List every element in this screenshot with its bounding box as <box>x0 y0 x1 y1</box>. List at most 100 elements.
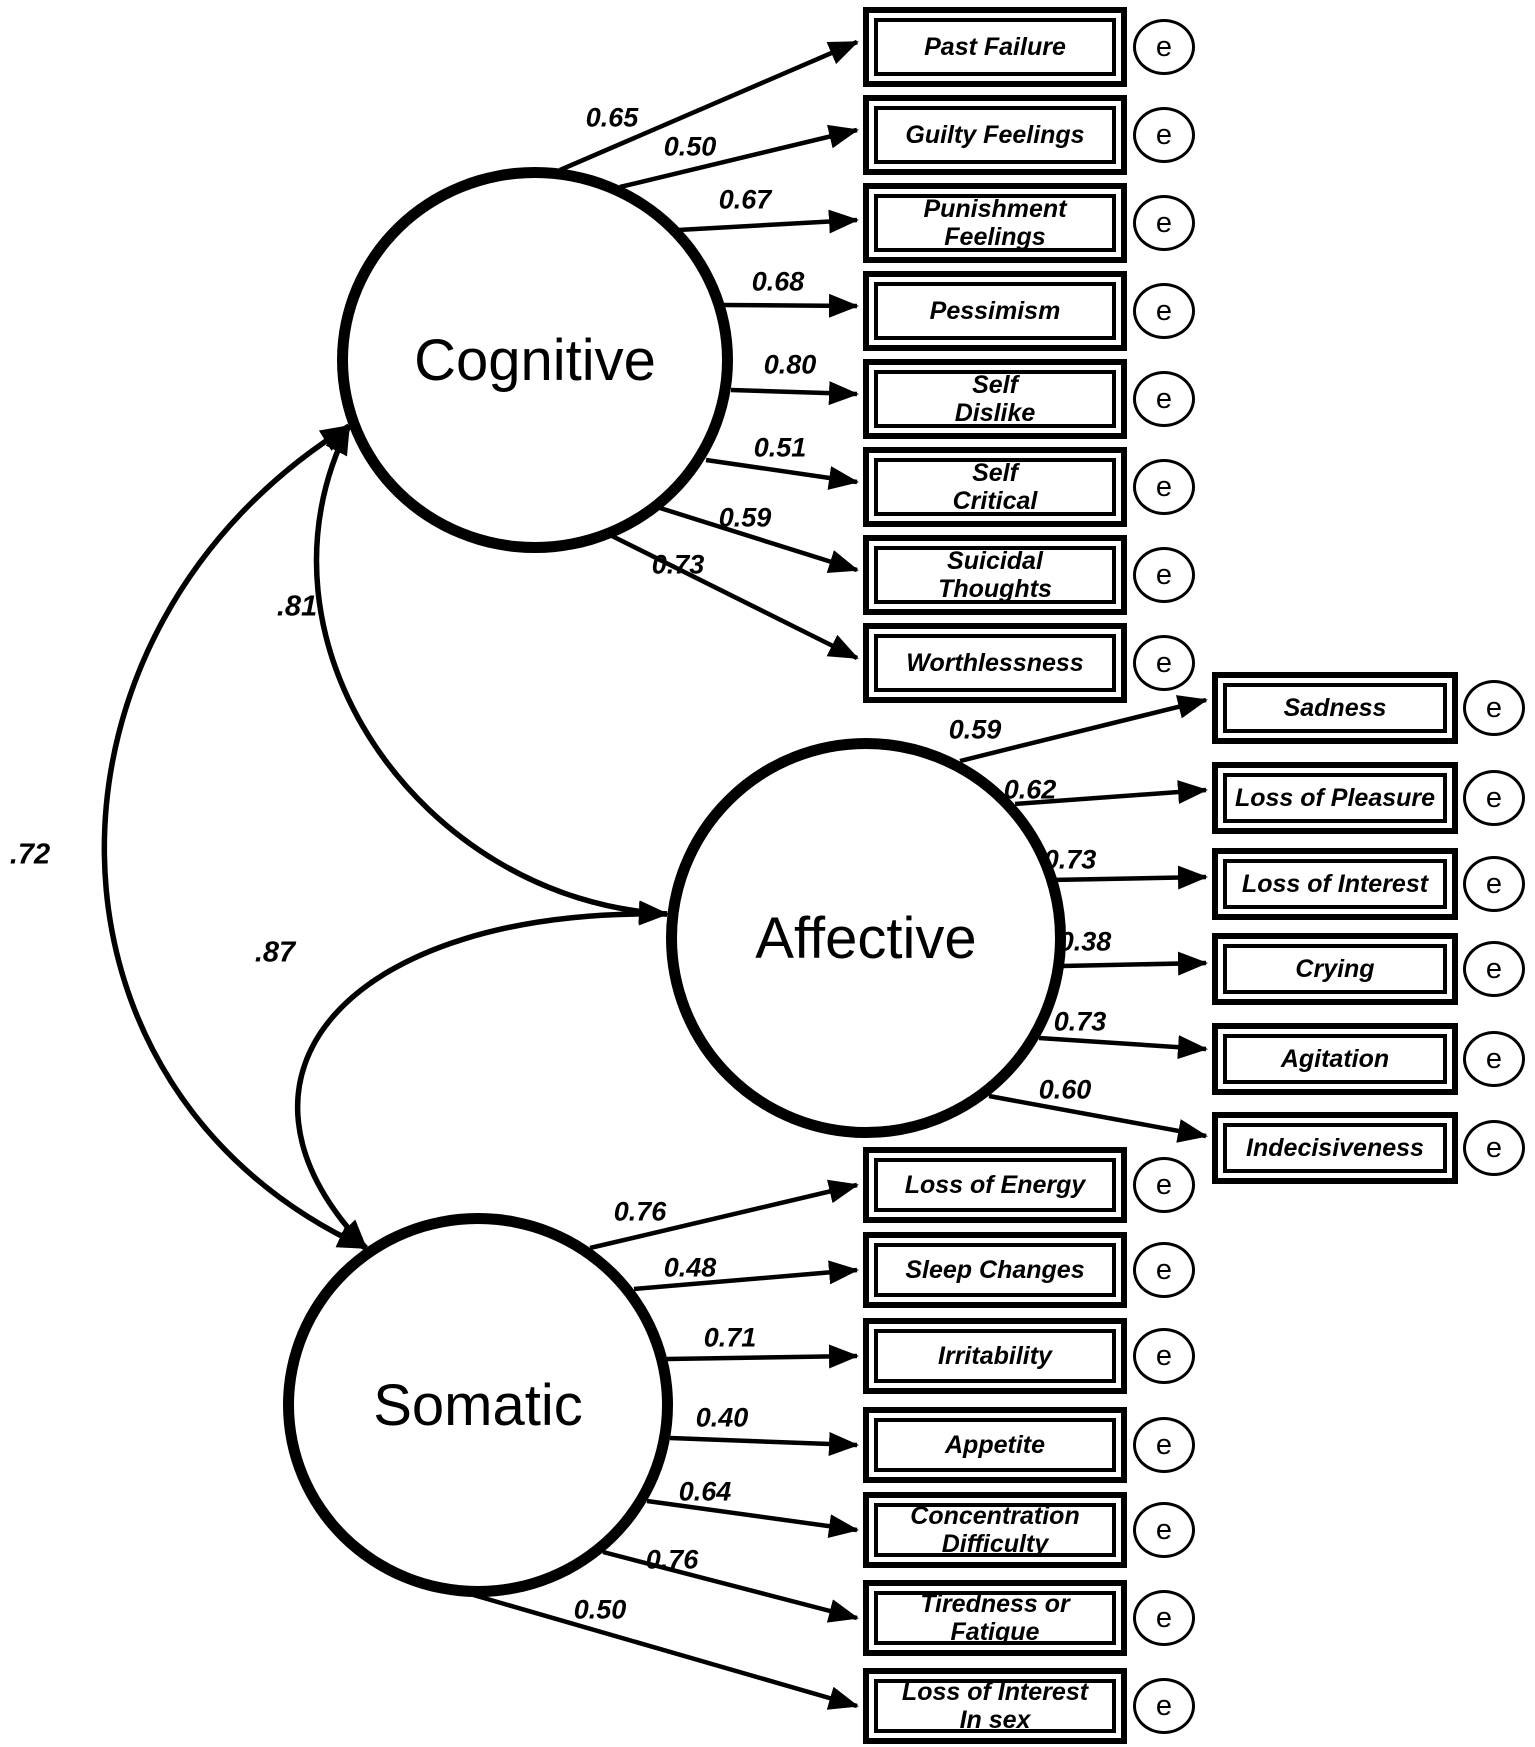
error-label: e <box>1485 1042 1503 1075</box>
indicator-label: Sleep Changes <box>905 1256 1085 1284</box>
indicator-label: Guilty Feelings <box>905 121 1085 149</box>
indicator-box-sleep-changes: Sleep Changes <box>863 1232 1127 1308</box>
indicator-box-loss-of-energy: Loss of Energy <box>863 1147 1127 1223</box>
correlation-label-cognitive-affective: .81 <box>276 590 318 623</box>
error-term-circle: e <box>1133 371 1195 427</box>
indicator-box-concentration-difficulty: Concentration Difficulty <box>863 1492 1127 1568</box>
indicator-label: Loss of Interest <box>1241 870 1429 898</box>
error-term-circle: e <box>1463 1120 1525 1176</box>
loading-label: 0.76 <box>613 1196 667 1227</box>
error-label: e <box>1155 1339 1173 1372</box>
indicator-label: Suicidal Thoughts <box>938 547 1052 603</box>
indicator-label: Worthlessness <box>906 649 1084 677</box>
indicator-box-crying: Crying <box>1212 933 1458 1005</box>
indicator-label: Agitation <box>1280 1045 1390 1073</box>
error-term-circle: e <box>1463 680 1525 736</box>
loading-label: 0.73 <box>1043 844 1097 875</box>
factor-label-affective: Affective <box>755 905 977 971</box>
indicator-box-self-dislike: Self Dislike <box>863 359 1127 439</box>
indicator-label: Tiredness or Fatigue <box>920 1590 1070 1646</box>
loading-label: 0.62 <box>1003 774 1057 805</box>
indicator-label: Concentration Difficulty <box>910 1502 1080 1558</box>
corr-cognitive-affective-path <box>313 424 669 925</box>
loading-label: 0.73 <box>1053 1006 1107 1037</box>
error-label: e <box>1155 294 1173 327</box>
error-label: e <box>1485 1131 1503 1164</box>
error-term-circle: e <box>1133 547 1195 603</box>
indicator-label: Indecisiveness <box>1246 1134 1424 1162</box>
indicator-label: Crying <box>1295 955 1375 983</box>
indicator-box-sadness: Sadness <box>1212 672 1458 744</box>
error-label: e <box>1485 781 1503 814</box>
error-term-circle: e <box>1463 856 1525 912</box>
error-term-circle: e <box>1133 19 1195 75</box>
indicator-box-irritability: Irritability <box>863 1318 1127 1394</box>
indicator-box-appetite: Appetite <box>863 1407 1127 1483</box>
indicator-label: Loss of Energy <box>904 1171 1086 1199</box>
loading-label: 0.67 <box>718 184 772 215</box>
error-label: e <box>1155 382 1173 415</box>
indicator-label: Pessimism <box>929 297 1061 325</box>
error-label: e <box>1155 1689 1173 1722</box>
loading-label: 0.51 <box>753 432 807 463</box>
error-label: e <box>1155 470 1173 503</box>
loading-label: 0.50 <box>663 131 717 162</box>
indicator-box-loss-of-interest-in-sex: Loss of Interest In sex <box>863 1668 1127 1744</box>
indicator-box-self-critical: Self Critical <box>863 447 1127 527</box>
factor-circle-cognitive: Cognitive <box>337 167 733 553</box>
indicator-label: Loss of Pleasure <box>1234 784 1436 812</box>
error-label: e <box>1155 30 1173 63</box>
indicator-box-worthlessness: Worthlessness <box>863 623 1127 703</box>
loading-label: 0.50 <box>573 1594 627 1625</box>
loading-label: 0.64 <box>678 1476 732 1507</box>
indicator-label: Self Critical <box>952 459 1038 515</box>
indicator-label: Sadness <box>1283 694 1387 722</box>
loading-label: 0.60 <box>1038 1074 1092 1105</box>
error-term-circle: e <box>1133 1678 1195 1734</box>
error-label: e <box>1155 646 1173 679</box>
loading-label: 0.71 <box>703 1322 757 1353</box>
error-label: e <box>1485 952 1503 985</box>
error-label: e <box>1155 118 1173 151</box>
error-label: e <box>1155 1428 1173 1461</box>
error-term-circle: e <box>1463 941 1525 997</box>
indicator-box-pessimism: Pessimism <box>863 271 1127 351</box>
indicator-box-punishment-feelings: Punishment Feelings <box>863 183 1127 263</box>
error-term-circle: e <box>1133 635 1195 691</box>
error-term-circle: e <box>1463 1031 1525 1087</box>
correlation-label-cognitive-somatic: .72 <box>9 838 51 871</box>
indicator-box-past-failure: Past Failure <box>863 7 1127 87</box>
error-label: e <box>1485 691 1503 724</box>
corr-cognitive-somatic-path <box>101 423 368 1251</box>
loading-label: 0.80 <box>763 349 817 380</box>
factor-circle-affective: Affective <box>666 738 1066 1138</box>
error-term-circle: e <box>1133 283 1195 339</box>
error-term-circle: e <box>1133 1328 1195 1384</box>
loading-label: 0.38 <box>1058 926 1112 957</box>
loading-label: 0.73 <box>651 549 705 580</box>
indicator-box-indecisiveness: Indecisiveness <box>1212 1112 1458 1184</box>
indicator-label: Appetite <box>945 1431 1045 1459</box>
factor-label-cognitive: Cognitive <box>414 327 656 393</box>
error-term-circle: e <box>1133 1590 1195 1646</box>
loading-label: 0.59 <box>718 502 772 533</box>
error-label: e <box>1155 1168 1173 1201</box>
error-label: e <box>1155 1513 1173 1546</box>
indicator-box-tiredness-or-fatigue: Tiredness or Fatigue <box>863 1580 1127 1656</box>
loading-label: 0.68 <box>751 266 805 297</box>
loading-label: 0.65 <box>585 102 639 133</box>
indicator-label: Irritability <box>938 1342 1052 1370</box>
indicator-label: Past Failure <box>924 33 1066 61</box>
indicator-box-guilty-feelings: Guilty Feelings <box>863 95 1127 175</box>
error-label: e <box>1485 867 1503 900</box>
corr-affective-somatic-path <box>294 901 669 1250</box>
error-label: e <box>1155 1253 1173 1286</box>
indicator-label: Self Dislike <box>954 371 1036 427</box>
indicator-box-suicidal-thoughts: Suicidal Thoughts <box>863 535 1127 615</box>
correlation-label-affective-somatic: .87 <box>254 936 296 969</box>
error-term-circle: e <box>1133 1157 1195 1213</box>
indicator-box-loss-of-interest: Loss of Interest <box>1212 848 1458 920</box>
loading-label: 0.59 <box>948 714 1002 745</box>
